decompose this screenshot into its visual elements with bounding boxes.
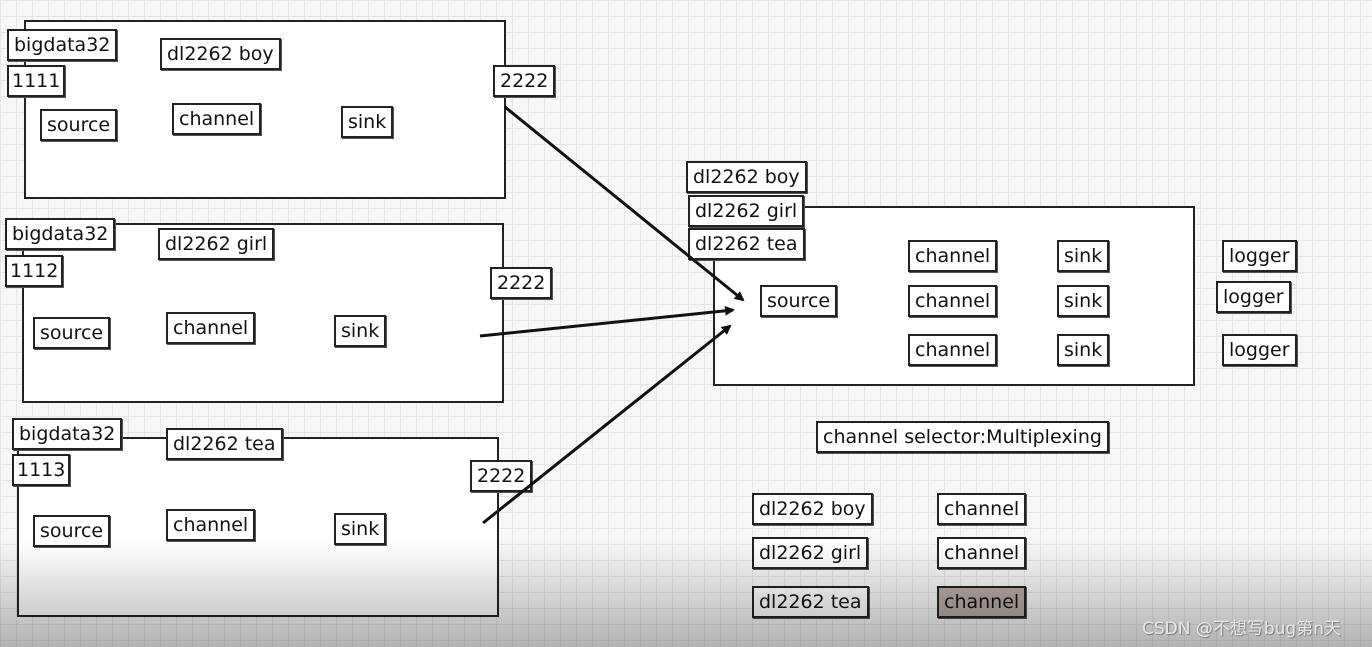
agent-1-channel[interactable]: channel [172,103,262,135]
arrow-agent2-to-collector [479,305,735,338]
agent-3-port-out[interactable]: 2222 [470,460,533,492]
mapping-header-tea[interactable]: dl2262 tea [752,586,869,618]
logger-3[interactable]: logger [1222,334,1297,366]
agent-1-port-out[interactable]: 2222 [493,65,556,97]
collector-header-girl[interactable]: dl2262 girl [688,195,805,227]
agent-3-port-in[interactable]: 1113 [12,454,71,486]
agent-3-sink[interactable]: sink [334,513,387,545]
agent-1-source[interactable]: source [40,109,118,141]
channel-selector-label[interactable]: channel selector:Multiplexing [816,421,1109,453]
agent-3-host[interactable]: bigdata32 [12,418,123,450]
collector-header-boy[interactable]: dl2262 boy [686,161,807,193]
logger-2[interactable]: logger [1216,281,1291,313]
collector-sink-2[interactable]: sink [1057,285,1110,317]
agent-1-sink[interactable]: sink [341,106,394,138]
agent-3-header[interactable]: dl2262 tea [166,428,283,460]
mapping-header-girl[interactable]: dl2262 girl [752,537,869,569]
agent-1-port-in[interactable]: 1111 [7,65,66,97]
arrow-agent3-to-collector [482,324,732,525]
collector-channel-2[interactable]: channel [908,285,998,317]
agent-2-port-in[interactable]: 1112 [5,255,64,287]
agent-3-channel[interactable]: channel [166,509,256,541]
watermark: CSDN @不想写bug第n天 [1142,619,1342,639]
mapping-header-boy[interactable]: dl2262 boy [752,493,873,525]
logger-1[interactable]: logger [1222,240,1297,272]
agent-2-host[interactable]: bigdata32 [5,218,116,250]
agent-2-header[interactable]: dl2262 girl [158,228,275,260]
mapping-channel-girl[interactable]: channel [937,537,1027,569]
agent-3-source[interactable]: source [33,515,111,547]
collector-channel-1[interactable]: channel [908,240,998,272]
agent-2-channel[interactable]: channel [166,312,256,344]
collector-sink-1[interactable]: sink [1057,240,1110,272]
agent-2-port-out[interactable]: 2222 [490,267,553,299]
mapping-channel-boy[interactable]: channel [937,493,1027,525]
collector-source[interactable]: source [760,285,838,317]
mapping-channel-tea-selected[interactable]: channel [937,586,1027,618]
collector-sink-3[interactable]: sink [1057,334,1110,366]
agent-1-header[interactable]: dl2262 boy [160,38,281,70]
agent-1-host[interactable]: bigdata32 [7,29,118,61]
agent-2-source[interactable]: source [33,317,111,349]
collector-header-tea[interactable]: dl2262 tea [688,228,805,260]
agent-2-sink[interactable]: sink [334,315,387,347]
collector-channel-3[interactable]: channel [908,334,998,366]
